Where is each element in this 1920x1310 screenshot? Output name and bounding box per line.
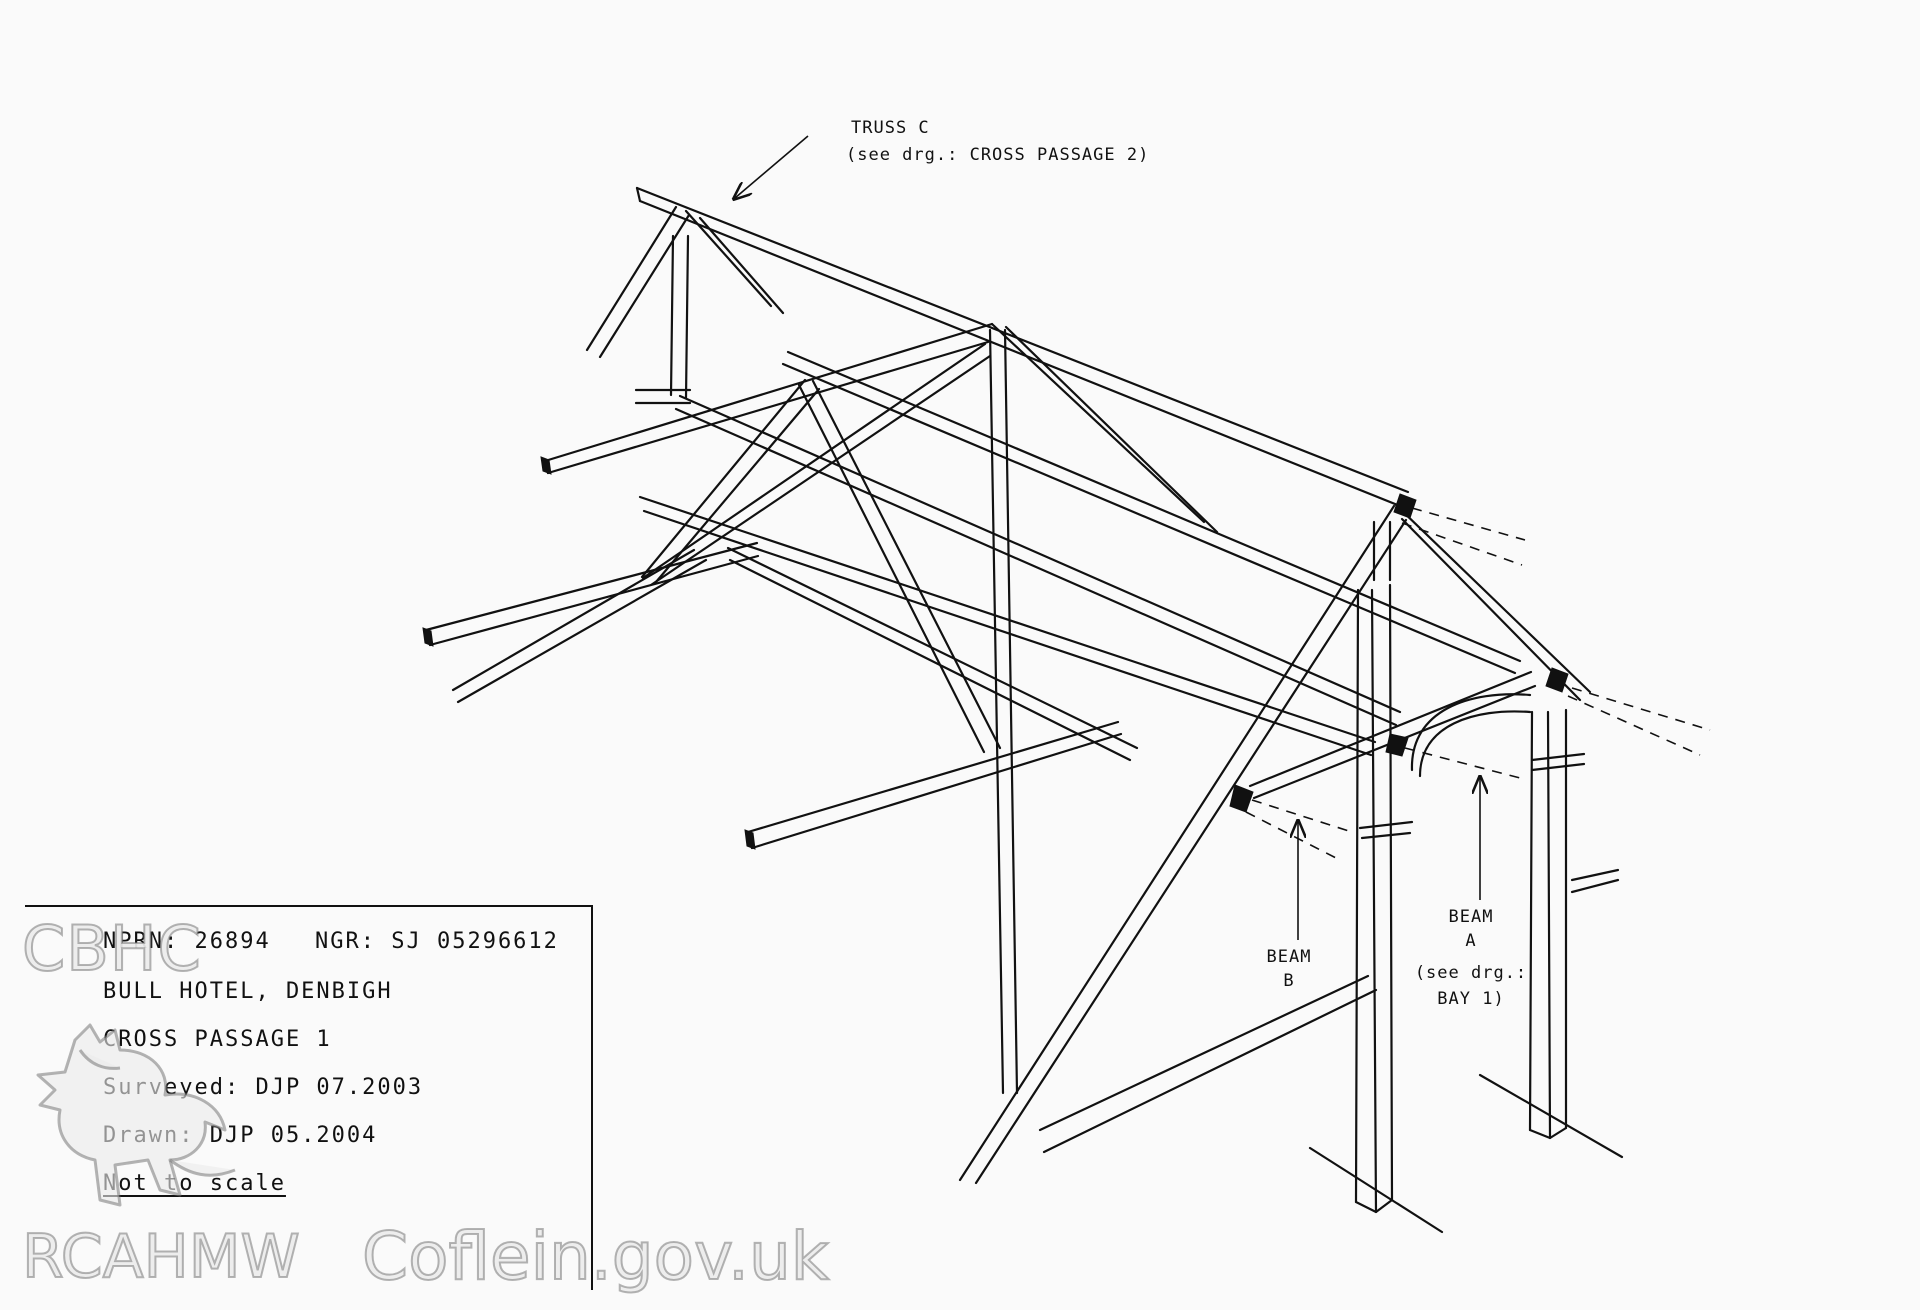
- truss-c-label: TRUSS C: [851, 118, 930, 138]
- watermark-coflein: Coflein.gov.uk: [361, 1217, 830, 1296]
- purlins: [638, 350, 1522, 762]
- beam-b-label-2: B: [1283, 971, 1294, 991]
- site-name: BULL HOTEL, DENBIGH: [103, 979, 393, 1004]
- beam-a-label-1: BEAM: [1449, 907, 1494, 927]
- truss-c: [585, 205, 785, 405]
- ridge-beam: [635, 186, 1410, 508]
- scale-note: Not to scale: [103, 1171, 286, 1196]
- joists: [424, 541, 1123, 850]
- middle-truss: [543, 322, 1219, 1095]
- continuation-lines: [1245, 507, 1711, 861]
- truss-c-reference: (see drg.: CROSS PASSAGE 2): [846, 145, 1149, 165]
- truss-c-arrow: [735, 135, 809, 198]
- watermark-cbhc: CBHC: [21, 911, 202, 986]
- watermark-rcahmw: RCAHMW: [21, 1221, 301, 1293]
- sheet-title: CROSS PASSAGE 1: [103, 1027, 332, 1052]
- callout-arrows: [735, 135, 1480, 940]
- front-truss: [958, 503, 1592, 1185]
- ground-lines: [1308, 1073, 1624, 1234]
- beam-a-reference-2: BAY 1): [1437, 989, 1504, 1009]
- ngr-value: NGR: SJ 05296612: [315, 929, 559, 954]
- front-posts: [1354, 583, 1620, 1214]
- beam-a-reference-1: (see drg.:: [1415, 963, 1527, 983]
- joint-blocks: [422, 456, 1569, 850]
- nprn-value: NPRN: 26894: [103, 929, 271, 954]
- dragon-emblem-icon: [36, 1023, 236, 1207]
- title-block: NPRN: 26894 NGR: SJ 05296612 BULL HOTEL,…: [25, 905, 593, 1290]
- beam-a-label-2: A: [1465, 931, 1476, 951]
- beam-b-label-1: BEAM: [1267, 947, 1312, 967]
